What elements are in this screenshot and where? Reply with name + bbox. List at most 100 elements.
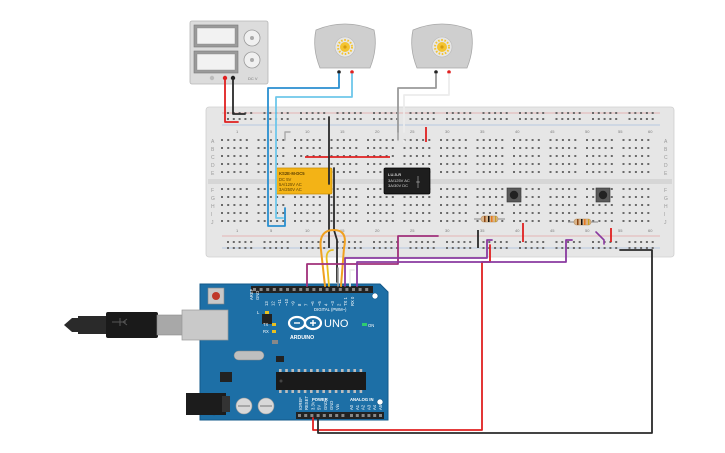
row-letter: B — [664, 147, 668, 153]
analog-pin-label: A3 — [366, 404, 371, 410]
row-letter: D — [211, 163, 215, 169]
wire-black-arduino[interactable] — [333, 167, 338, 283]
arduino-brand: ARDUINO — [290, 335, 314, 341]
power-pin-label: IOREF — [298, 397, 303, 410]
col-number: 40 — [515, 228, 520, 233]
wire-black-gnd[interactable] — [317, 249, 653, 434]
col-number: 25 — [410, 129, 415, 134]
row-letter: G — [211, 196, 215, 202]
relay-model: KS2E-M-DC5 — [279, 171, 305, 176]
col-number: 5 — [270, 228, 273, 233]
col-number: 30 — [445, 129, 450, 134]
arduino-infinity-logo-icon — [287, 315, 323, 331]
digital-pin-label: 13 — [264, 301, 269, 306]
row-letter: F — [664, 188, 667, 194]
relay-spec: 3A/125V AC — [388, 178, 410, 183]
rx-led-label: RX — [263, 329, 269, 334]
relay-spec: 3A/250V AC — [279, 187, 302, 192]
push-button-2[interactable] — [595, 187, 611, 203]
col-number: 10 — [305, 129, 310, 134]
analog-in-label: ANALOG IN — [350, 397, 374, 402]
relay-ks2e[interactable]: KS2E-M-DC5 DC 5V 5A/125V AC 3A/250V AC — [275, 167, 333, 195]
digital-pin-label: 8 — [297, 303, 302, 306]
digital-pin-label: 2 — [337, 303, 342, 306]
digital-pin-label: RX 0 — [350, 296, 355, 306]
col-number: 40 — [515, 129, 520, 134]
wire-purple-1[interactable] — [344, 239, 493, 287]
wire-motor1-blue[interactable] — [267, 73, 340, 227]
motor1-terminal-pos[interactable] — [350, 70, 354, 74]
wire-white[interactable] — [349, 269, 355, 287]
analog-header[interactable] — [348, 412, 384, 419]
psu-label: DC V — [248, 76, 258, 81]
wire-motor1-lightblue[interactable] — [275, 73, 353, 219]
arduino-model: UNO — [324, 318, 349, 330]
atmega-chip — [276, 369, 366, 393]
psu-positive-terminal[interactable] — [222, 75, 228, 81]
wire-red-5v[interactable] — [312, 244, 491, 431]
usb-plug — [106, 312, 158, 338]
wire-motor2-gray[interactable] — [397, 73, 437, 133]
relay-model: LU-5-R — [388, 172, 401, 177]
psu-negative-terminal[interactable] — [230, 75, 236, 81]
col-number: 45 — [550, 228, 555, 233]
resistor-1[interactable] — [474, 215, 505, 223]
col-number: 50 — [585, 228, 590, 233]
dc-barrel-jack[interactable] — [186, 393, 230, 415]
wire-yellow[interactable] — [325, 249, 334, 287]
relay-lu5r[interactable]: LU-5-R 3A/125V AC 3A/30V DC — [383, 167, 431, 195]
resistor-2[interactable] — [568, 218, 598, 226]
wire-orange[interactable] — [319, 229, 346, 287]
digital-pin-label: 7 — [304, 303, 309, 306]
column-numbers: 1 5 10 15 20 25 30 35 40 45 50 55 60 1 5… — [236, 129, 653, 233]
row-letter: C — [211, 155, 215, 161]
wire-psu-positive[interactable] — [224, 79, 239, 123]
row-letter: A — [211, 139, 215, 145]
digital-pin-label: 12 — [271, 301, 276, 306]
power-pin-label: 5V — [317, 405, 322, 410]
digital-pin-label: TX 1 — [343, 296, 348, 306]
col-number: 20 — [375, 129, 380, 134]
digital-pin-label: ~3 — [330, 301, 335, 306]
digital-pin-label: ~6 — [310, 301, 315, 306]
digital-pin-label: 4 — [323, 303, 328, 306]
col-number: 15 — [340, 228, 345, 233]
smd-chip — [262, 314, 272, 324]
reset-button[interactable] — [207, 287, 225, 305]
digital-pin-label: ~11 — [277, 299, 282, 306]
wire-magenta[interactable] — [306, 235, 439, 287]
wire-psu-negative[interactable] — [232, 79, 246, 115]
motor1-terminal-neg[interactable] — [337, 70, 341, 74]
wire-purple-2[interactable] — [356, 239, 573, 287]
row-letter: I — [664, 212, 665, 218]
push-button-1[interactable] — [506, 187, 522, 203]
capacitor — [235, 397, 253, 415]
relay-spec: DC 5V — [279, 177, 292, 182]
col-number: 55 — [618, 228, 623, 233]
wire-motor2-white[interactable] — [403, 73, 450, 133]
aref-label: AREF — [249, 288, 254, 300]
power-pin-label: Vin — [335, 403, 340, 410]
power-header[interactable] — [296, 412, 348, 419]
wires — [224, 73, 653, 434]
row-letter: F — [211, 188, 214, 194]
digital-header[interactable] — [251, 286, 373, 293]
dc-motor-1[interactable] — [314, 23, 376, 74]
row-letter: B — [211, 147, 215, 153]
col-number: 1 — [236, 228, 239, 233]
col-number: 35 — [480, 228, 485, 233]
analog-pin-label: A2 — [361, 404, 366, 410]
motor2-terminal-pos[interactable] — [447, 70, 451, 74]
motor2-terminal-neg[interactable] — [434, 70, 438, 74]
relay-spec: 3A/30V DC — [388, 183, 408, 188]
power-label: POWER — [312, 397, 328, 402]
dc-motor-2[interactable] — [411, 23, 473, 74]
power-supply[interactable]: DC V — [189, 20, 269, 85]
row-letter: H — [211, 204, 215, 210]
col-number: 15 — [340, 129, 345, 134]
analog-pin-label: A5 — [378, 404, 383, 410]
